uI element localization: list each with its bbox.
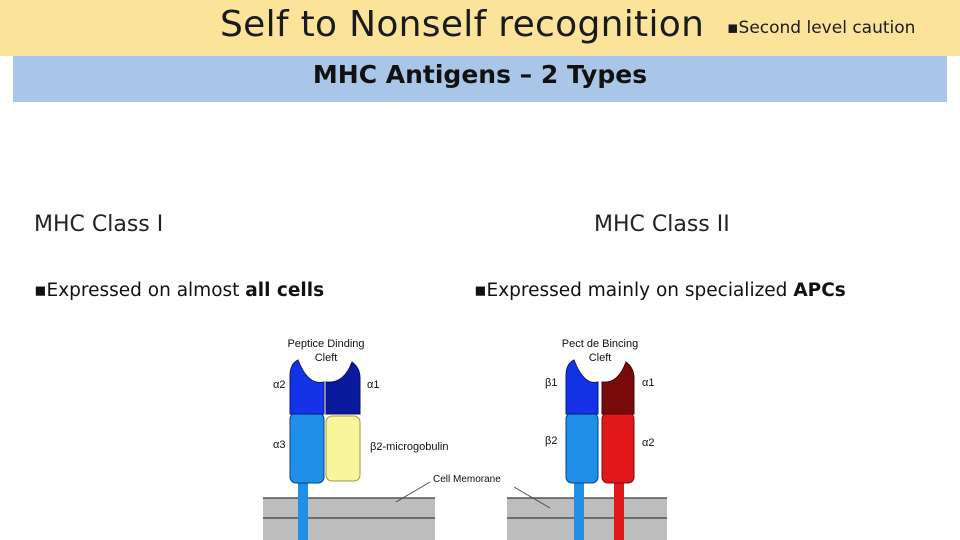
alpha1-domain [325, 361, 361, 415]
class1-bullet: ▪Expressed on almost all cells [34, 280, 324, 301]
beta2-domain [565, 412, 599, 484]
cleft-label-1: Peptice Dinding [287, 338, 364, 350]
alpha3-label: α3 [273, 439, 285, 451]
membrane-pointer-right [513, 486, 551, 509]
b2m-label: β2-microgobulin [370, 441, 448, 453]
beta-stalk [574, 478, 584, 540]
class2-heading: MHC Class II [594, 212, 730, 237]
alpha-stalk [614, 478, 624, 540]
class1-bullet-text: ▪Expressed on almost [34, 280, 246, 301]
cleft-label-1: Pect de Bincing [562, 338, 638, 350]
class1-bullet-bold: all cells [245, 280, 325, 301]
title-bullet: ▪Second level caution [727, 18, 916, 38]
alpha1-label: α1 [367, 379, 379, 391]
mhc-class2-diagram: Pect de Bincing Cleft β1 α1 β2 α2 [507, 338, 667, 540]
alpha1-label: α1 [642, 377, 654, 389]
membrane-pointer-left [395, 481, 431, 503]
alpha3-domain [289, 412, 325, 484]
class2-bullet-bold: APCs [793, 280, 846, 301]
alpha2-label: α2 [642, 437, 654, 449]
membrane-band [507, 498, 667, 540]
slide-title: Self to Nonself recognition [220, 4, 705, 45]
beta1-label: β1 [545, 377, 557, 389]
alpha1-domain [601, 361, 635, 415]
class2-bullet: ▪Expressed mainly on specialized APCs [474, 280, 846, 301]
beta1-domain [565, 359, 599, 415]
alpha2-domain [289, 359, 325, 415]
beta2-label: β2 [545, 435, 557, 447]
alpha2-domain [601, 412, 635, 484]
slide-subtitle: MHC Antigens – 2 Types [312, 60, 648, 89]
class2-bullet-text: ▪Expressed mainly on specialized [474, 280, 794, 301]
subtitle-bar [13, 56, 947, 102]
cleft-label-2: Cleft [589, 352, 612, 364]
cleft-label-2: Cleft [315, 352, 338, 364]
alpha2-label: α2 [273, 379, 285, 391]
title-bar [0, 0, 960, 56]
b2-microglobulin-domain [325, 415, 361, 482]
class1-heading: MHC Class I [34, 212, 164, 237]
mhc-class1-diagram: Peptice Dinding Cleft α2 α1 α3 β2-microg… [263, 338, 501, 540]
membrane-band [263, 498, 435, 540]
transmembrane-stalk [298, 480, 308, 540]
membrane-label: Cell Memorane [433, 474, 501, 485]
